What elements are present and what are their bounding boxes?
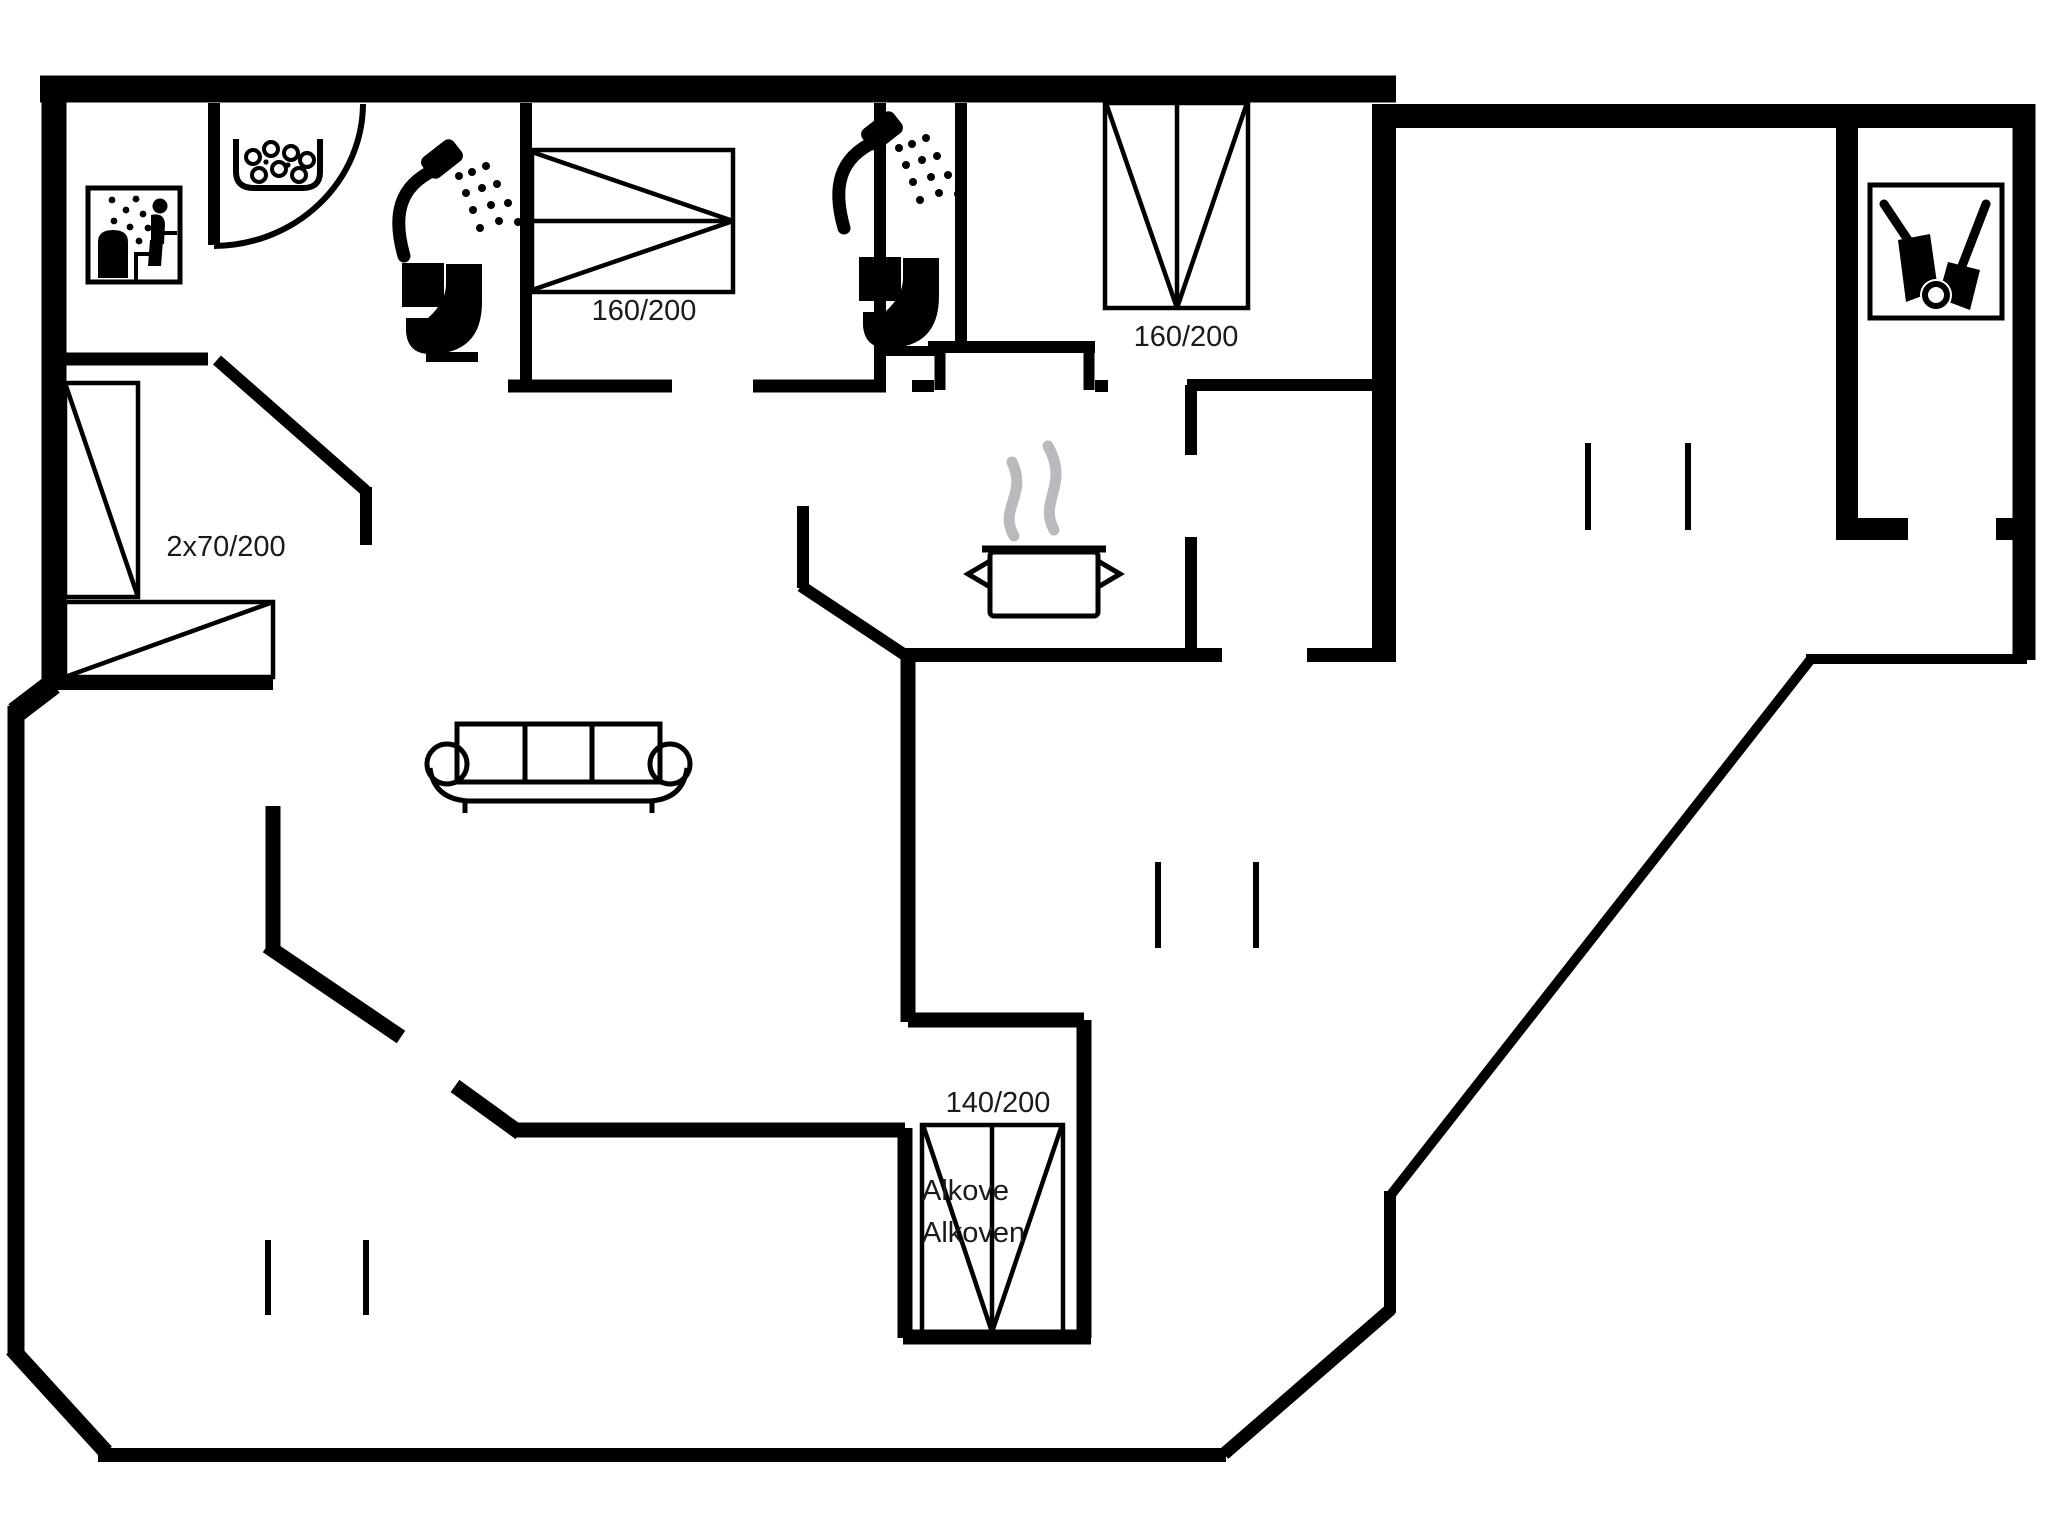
toilet-icon-2 xyxy=(859,257,939,356)
bed-double-1 xyxy=(529,147,736,295)
passage-marks xyxy=(265,443,1691,1315)
steam-icon xyxy=(1003,440,1062,542)
sauna-stones-icon xyxy=(233,139,323,191)
shower-icon-1 xyxy=(399,136,522,256)
door-arc-icon xyxy=(213,103,366,249)
exterior-walls xyxy=(6,75,2036,1462)
twin-beds-label: 2x70/200 xyxy=(166,531,285,563)
shower-icon-2 xyxy=(839,108,962,228)
toilet-icon-1 xyxy=(402,263,482,362)
alcove-label-da: Alkove xyxy=(922,1175,1009,1207)
bed-label-2: 160/200 xyxy=(1134,321,1239,353)
bed-label-1: 160/200 xyxy=(592,295,697,327)
sauna-icon xyxy=(85,185,183,285)
sofa-icon xyxy=(424,721,693,813)
alcove-size-label: 140/200 xyxy=(946,1087,1051,1119)
twin-beds xyxy=(62,380,276,680)
bed-double-2 xyxy=(1102,100,1251,311)
alcove-label-de: Alkoven xyxy=(922,1217,1025,1249)
cooking-pot-icon xyxy=(963,545,1125,619)
alcove-bed-icon xyxy=(919,1122,1066,1335)
cleaning-tools-icon xyxy=(1867,182,2005,321)
